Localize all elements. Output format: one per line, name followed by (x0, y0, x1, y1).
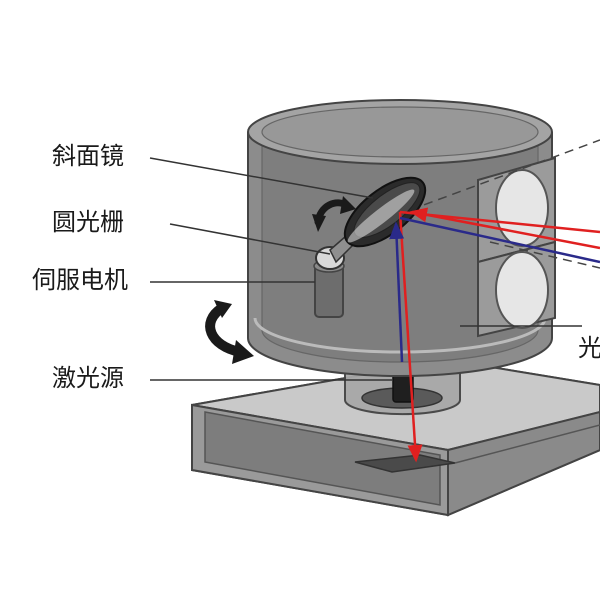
dashed-guides (409, 139, 600, 269)
tilted-mirror (343, 176, 427, 248)
rotation-arrow-upper-icon (312, 196, 356, 232)
outgoing-beam-red (399, 210, 600, 234)
optical-window (477, 156, 556, 338)
emit-beam-blue (389, 221, 405, 363)
leader-lines (149, 157, 582, 381)
label-mirror: 斜面镜 (52, 142, 124, 170)
scan-beam-blue (399, 216, 600, 264)
rotation-arrow-lower-icon (205, 300, 254, 364)
return-beam-red (409, 207, 600, 250)
label-receiver: 光 (578, 334, 600, 362)
label-motor: 伺服电机 (32, 266, 128, 294)
label-grating: 圆光栅 (52, 208, 124, 236)
laser-beams (389, 207, 600, 463)
reflected-beam-red (398, 211, 423, 463)
label-laser: 激光源 (52, 364, 124, 392)
upper-lens (495, 169, 549, 247)
lower-lens (495, 251, 549, 329)
